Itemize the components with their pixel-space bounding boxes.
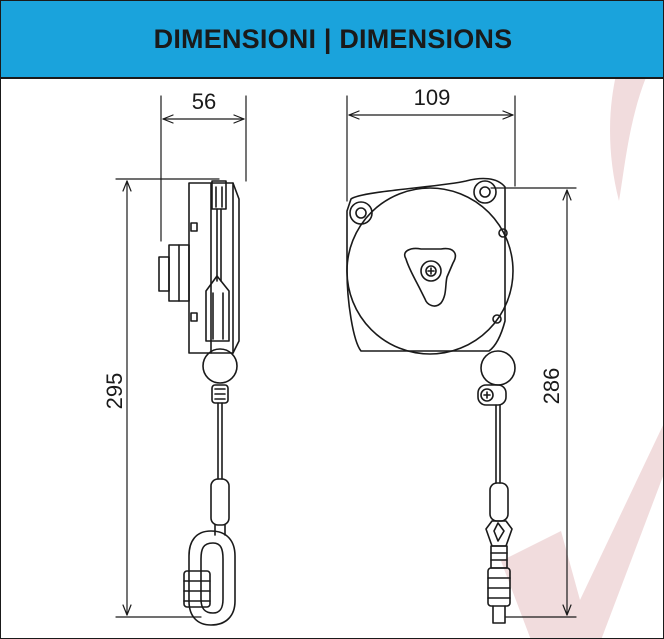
side-view bbox=[158, 180, 240, 626]
page-title: DIMENSIONI | DIMENSIONS bbox=[153, 23, 513, 54]
header-bar: DIMENSIONI | DIMENSIONS bbox=[1, 1, 663, 79]
dimension-295-label: 295 bbox=[102, 373, 127, 410]
dimension-lines bbox=[115, 95, 577, 618]
front-view bbox=[346, 177, 516, 624]
dimension-56-label: 56 bbox=[192, 89, 216, 114]
dimension-109-label: 109 bbox=[414, 85, 451, 110]
watermark-logo bbox=[501, 11, 663, 638]
dimension-286-label: 286 bbox=[539, 368, 564, 405]
